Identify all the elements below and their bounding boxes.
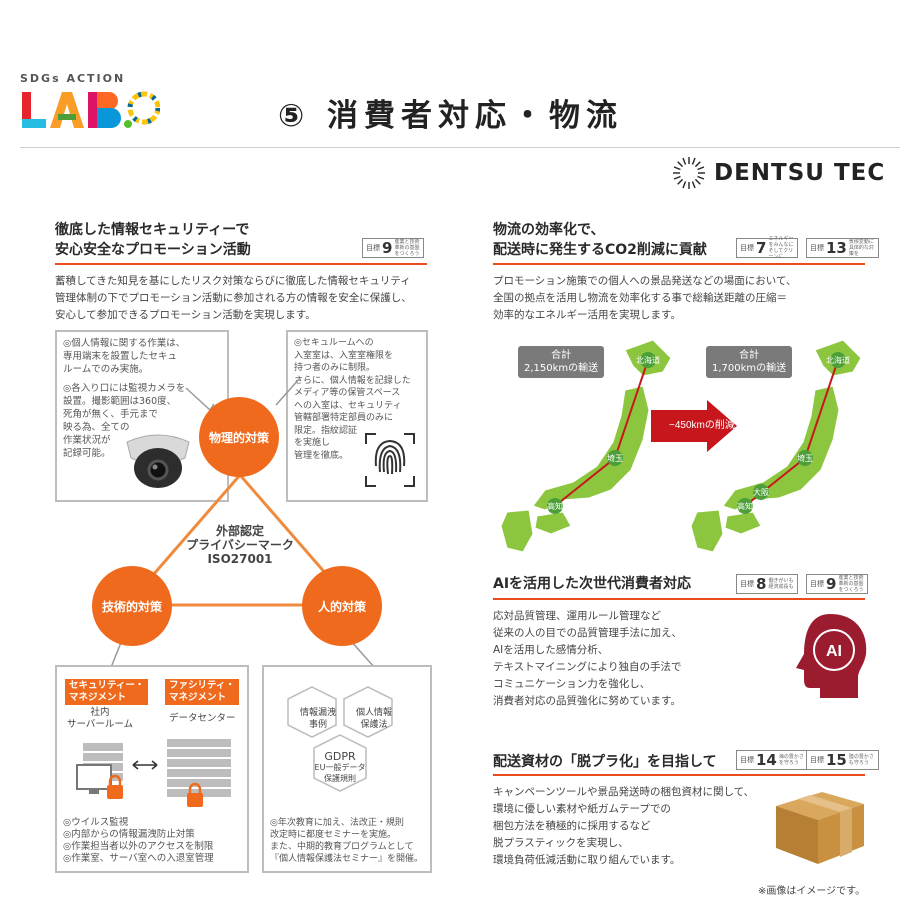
logistics-title: 物流の効率化で、 配送時に発生するCO2削減に貢献 xyxy=(493,222,707,258)
security-camera-icon xyxy=(126,434,190,488)
hexagon-diagram xyxy=(287,686,393,792)
camera-box: ◎個人情報に関する作業は、専用端末を設置したセキュルームでのみ実施。 ◎各入り口… xyxy=(55,330,229,502)
logo-subtitle: SDGs ACTION xyxy=(20,72,126,85)
camera-box-text: ◎個人情報に関する作業は、専用端末を設置したセキュルームでのみ実施。 ◎各入り口… xyxy=(63,338,186,459)
plastic-rule xyxy=(493,774,865,776)
facility-management-tag: ファシリティ・マネジメント xyxy=(165,679,239,705)
brand-logo: DENTSU TEC xyxy=(672,155,885,191)
city-saitama: 埼玉 xyxy=(607,453,623,463)
server-icons xyxy=(76,739,231,807)
page-title: ⑤ 消費者対応・物流 xyxy=(278,98,624,134)
lock-icon xyxy=(107,774,123,799)
technical-box: セキュリティー・マネジメント ファシリティ・マネジメント 社内サーバールーム デ… xyxy=(55,665,249,873)
ai-label: AI xyxy=(826,643,842,660)
cardboard-box-icon xyxy=(776,792,864,864)
image-note: ※画像はイメージです。 xyxy=(758,886,866,897)
technical-box-text: ◎ウイルス監視◎内部からの情報漏洩防止対策◎作業担当者以外のアクセスを制限◎作業… xyxy=(63,817,214,864)
city-hokkaido-2: 北海道 xyxy=(826,355,850,365)
fingerprint-box-text: ◎セキュルームへの入室室は、入室室権限を持つ者のみに制限。 さらに、個人情報を記… xyxy=(294,338,411,461)
city-saitama-2: 埼玉 xyxy=(797,453,813,463)
plastic-body: キャンペーンツールや景品発送時の梱包資材に関して、環境に優しい素材や紙ガムテープ… xyxy=(493,786,755,866)
physical-measures-circle: 物理的対策 xyxy=(199,397,279,477)
city-kochi: 高知 xyxy=(547,501,563,511)
header-divider xyxy=(20,147,900,148)
hex-privacy-law: 個人情報保護法 xyxy=(355,708,392,730)
brand-name: DENTSU TEC xyxy=(714,160,886,186)
hex-leak-cases: 情報漏洩事例 xyxy=(299,708,336,730)
lab-logo xyxy=(22,91,160,128)
logistics-body: プロモーション施策での個人への景品発送などの場面において、全国の拠点を活用し物流… xyxy=(493,275,797,321)
city-hokkaido: 北海道 xyxy=(636,355,660,365)
security-management-tag: セキュリティー・マネジメント xyxy=(65,679,149,705)
security-title: 徹底した情報セキュリティーで 安心安全なプロモーション活動 xyxy=(55,222,251,258)
ai-title: AIを活用した次世代消費者対応 xyxy=(493,576,692,592)
fingerprint-box: ◎セキュルームへの入室室は、入室室権限を持つ者のみに制限。 さらに、個人情報を記… xyxy=(286,330,428,502)
reduction-label: −450kmの削減 xyxy=(669,418,735,431)
city-osaka: 大阪 xyxy=(753,487,769,497)
ai-body: 応対品質管理、運用ルール管理など従来の人の目での品質管理手法に加え、AIを活用し… xyxy=(493,610,682,707)
logistics-rule xyxy=(493,263,865,265)
japan-maps: −450kmの削減 北海道 埼玉 高知 北海道 埼玉 高知 大阪 xyxy=(500,339,862,553)
technical-measures-circle: 技術的対策 xyxy=(92,566,172,646)
sunburst-icon xyxy=(673,157,705,189)
city-kochi-2: 高知 xyxy=(737,501,753,511)
human-measures-circle: 人的対策 xyxy=(302,566,382,646)
plastic-title: 配送資材の「脱プラ化」を目指して xyxy=(493,754,717,770)
ai-head-icon: AI xyxy=(796,614,867,698)
data-center-label: データセンター xyxy=(169,713,236,724)
security-rule xyxy=(55,263,427,265)
ai-rule xyxy=(493,598,865,600)
human-box-text: ◎年次教育に加え、法改正・規則改定時に都度セミナーを実施。また、中期的教育プログ… xyxy=(270,818,424,864)
fingerprint-icon xyxy=(365,433,415,487)
server-room-label: 社内サーバールーム xyxy=(67,707,134,730)
security-body: 蓄積してきた知見を基にしたリスク対策ならびに徹底した情報セキュリティ管理体制の下… xyxy=(55,275,412,321)
